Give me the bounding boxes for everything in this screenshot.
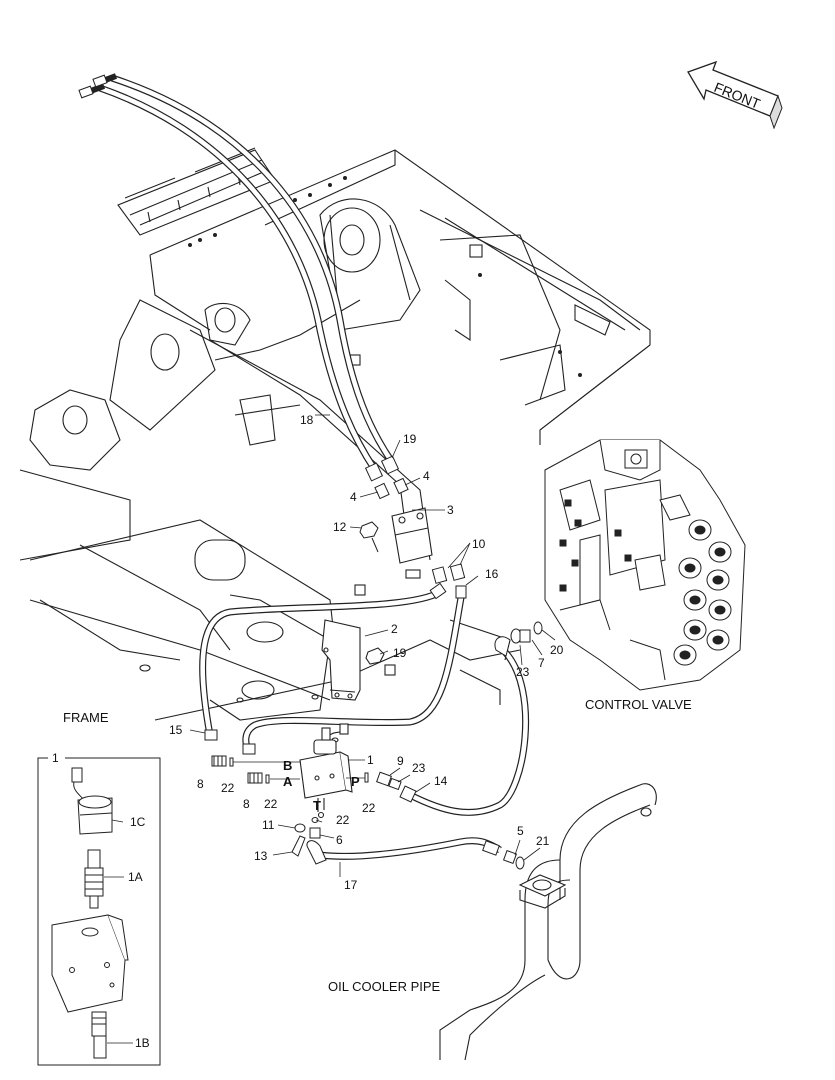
- solenoid-valve-1: [299, 723, 353, 819]
- callout-1b: 1B: [135, 1036, 150, 1050]
- upper-frame: [19, 147, 651, 743]
- hose-18: [86, 73, 395, 472]
- port-t: T: [313, 798, 321, 813]
- fittings-4-19: [364, 455, 409, 500]
- callout-23-upper: 23: [516, 665, 530, 679]
- oil-cooler-pipe-label: OIL COOLER PIPE: [328, 979, 441, 994]
- callout-1-inset: 1: [52, 751, 59, 765]
- callout-19-mid: 19: [393, 646, 407, 660]
- callout-1: 1: [367, 753, 374, 767]
- inset-box: [37, 757, 161, 1066]
- oil-cooler-pipe: [439, 783, 657, 1061]
- front-arrow: FRONT: [687, 60, 783, 130]
- port-letters: B A P T: [283, 758, 360, 813]
- callout-22-mid: 22: [264, 797, 278, 811]
- fittings-7-20-23: [510, 621, 543, 644]
- callout-5: 5: [517, 824, 524, 838]
- bracket-3: [391, 507, 433, 579]
- frame-bolts: [188, 176, 582, 377]
- callout-1a: 1A: [128, 870, 143, 884]
- callout-22-right: 22: [362, 801, 376, 815]
- callout-22-left: 22: [221, 781, 235, 795]
- callout-16: 16: [485, 567, 499, 581]
- callout-19-top: 19: [403, 432, 417, 446]
- control-valve: [544, 439, 746, 691]
- inset-parts: [51, 767, 129, 1059]
- frame-label: FRAME: [63, 710, 109, 725]
- hose-14: [408, 649, 530, 816]
- callout-15: 15: [169, 723, 183, 737]
- callout-23-lower: 23: [412, 761, 426, 775]
- port-a: A: [283, 774, 293, 789]
- callout-8-left: 8: [197, 777, 204, 791]
- hose-14-ends: [399, 636, 511, 803]
- callout-12: 12: [333, 520, 347, 534]
- callout-11: 11: [262, 818, 275, 832]
- small-parts-6-11-13: [291, 817, 321, 857]
- hose-17: [319, 837, 502, 860]
- callout-18: 18: [300, 413, 314, 427]
- callout-21: 21: [536, 834, 550, 848]
- callout-9: 9: [397, 754, 404, 768]
- hose-18-ends: [78, 74, 108, 99]
- callout-20: 20: [550, 643, 564, 657]
- bolt-12: [359, 521, 379, 553]
- callout-1c: 1C: [130, 815, 146, 829]
- callout-17: 17: [344, 878, 358, 892]
- hose-15-16-ends: [204, 582, 467, 755]
- port-b: B: [283, 758, 292, 773]
- control-valve-label: CONTROL VALVE: [585, 697, 692, 712]
- callout-22-lower: 22: [336, 813, 350, 827]
- callout-14: 14: [434, 774, 448, 788]
- callout-10: 10: [472, 537, 486, 551]
- hose-15-16: [199, 588, 466, 753]
- connectors-8-22: [211, 755, 369, 784]
- hose-17-ends: [306, 840, 525, 870]
- callout-4-left: 4: [350, 490, 357, 504]
- fittings-9-23: [376, 771, 402, 791]
- fittings-10: [431, 563, 466, 584]
- leader-lines: [104, 414, 556, 1044]
- callout-7: 7: [538, 656, 545, 670]
- callout-3: 3: [447, 503, 454, 517]
- bracket-2: [321, 619, 385, 701]
- callout-13: 13: [254, 849, 268, 863]
- callouts: 3 18 19 4 4 12 10 16 2 19 15 1 9 23 14 8…: [52, 413, 564, 1050]
- section-labels: FRAME CONTROL VALVE OIL COOLER PIPE: [63, 697, 692, 994]
- callout-8-mid: 8: [243, 797, 250, 811]
- callout-6: 6: [336, 833, 343, 847]
- callout-2: 2: [391, 622, 398, 636]
- callout-4-right: 4: [423, 469, 430, 483]
- port-p: P: [351, 774, 360, 789]
